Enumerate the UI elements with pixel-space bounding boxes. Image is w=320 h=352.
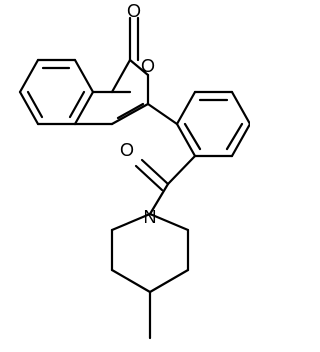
nitrogen-label: N <box>144 207 157 227</box>
amide-oxygen-label: O <box>120 140 134 160</box>
ring-oxygen-label: O <box>141 56 155 76</box>
bond-lines <box>18 16 250 340</box>
carbonyl-oxygen-label: O <box>127 1 141 21</box>
atom-labels: O O O N <box>120 1 157 227</box>
chemical-structure-drawing: O O O N <box>18 1 250 340</box>
